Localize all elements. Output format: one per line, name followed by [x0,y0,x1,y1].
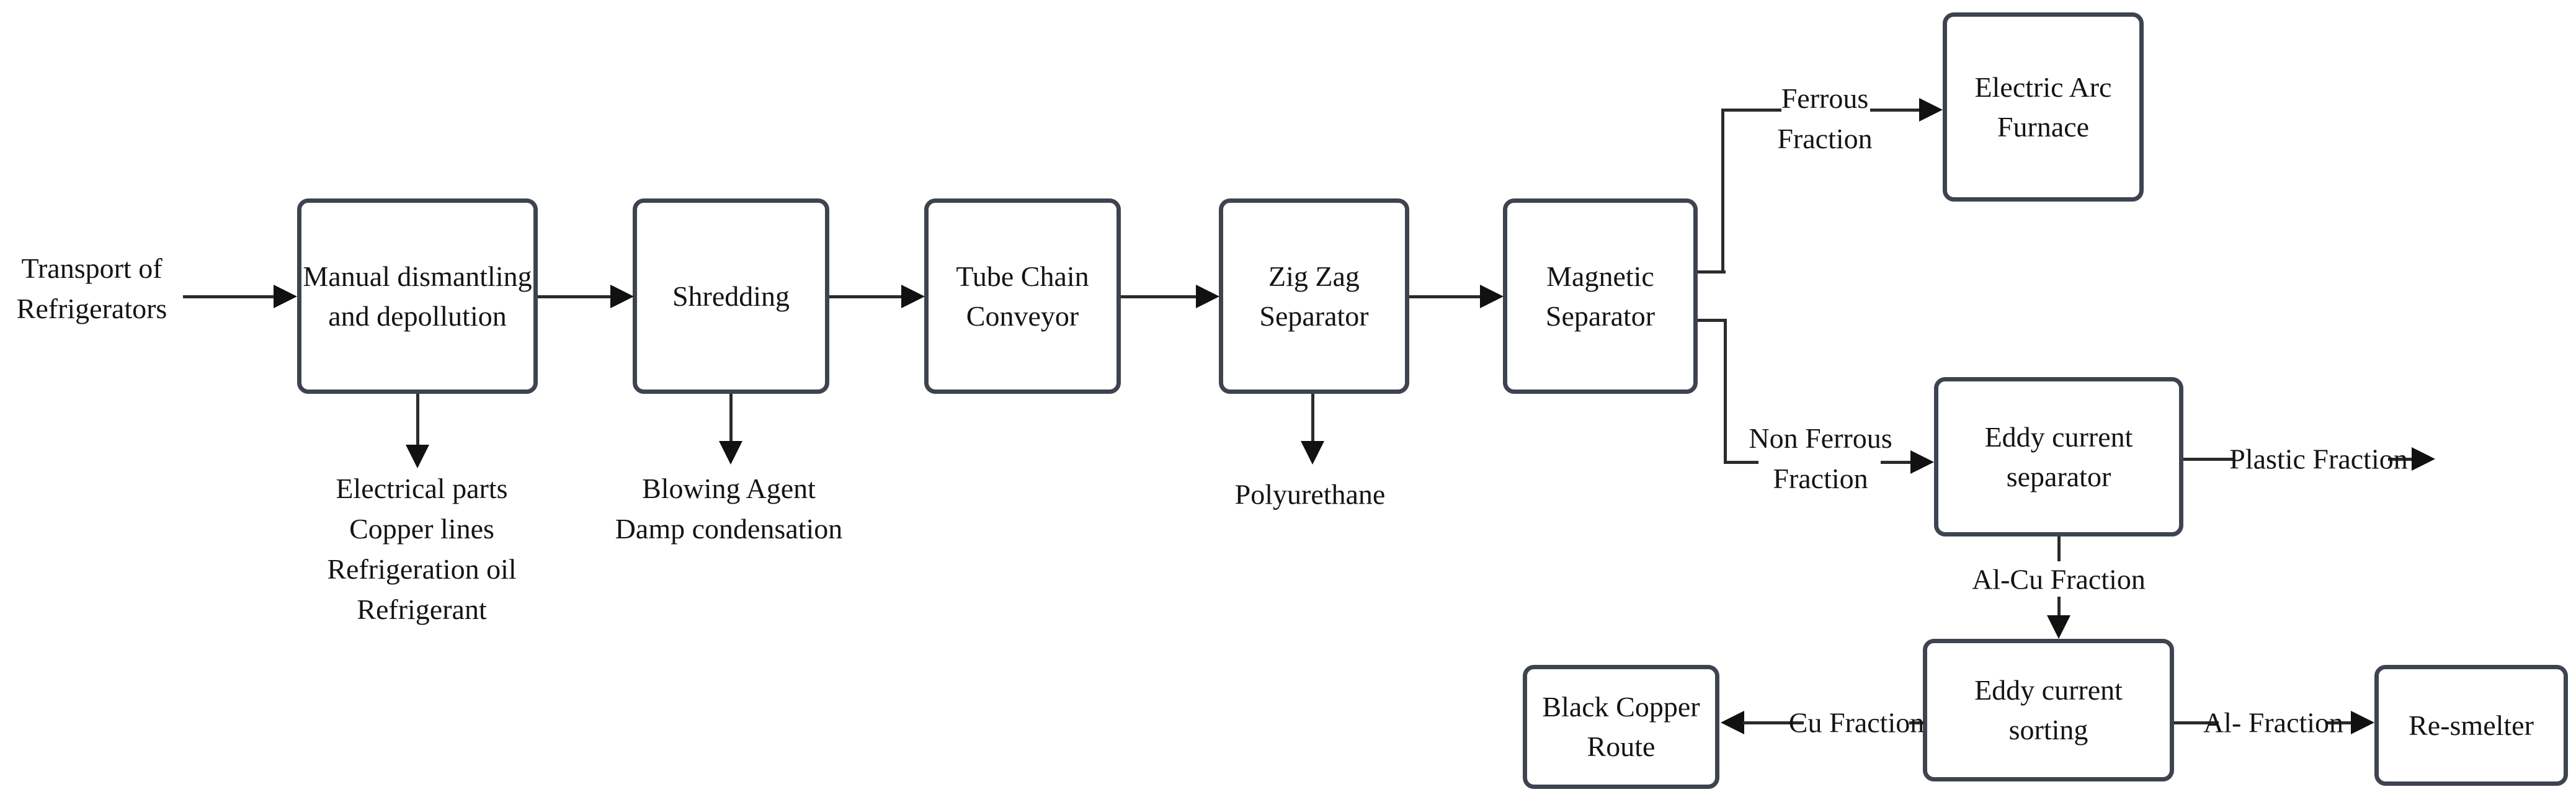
line-plastic-right [2388,458,2414,461]
label-polyurethane: Polyurethane [1234,478,1386,510]
arrowhead-plastic-out [2412,447,2435,471]
label-non-ferrous-fraction: Non Ferrous Fraction [1749,422,1892,494]
line-alcu-lower [2057,597,2061,618]
flow-box-label: Eddy current separator [1984,421,2133,492]
arrowhead-transport-to-manual [274,285,297,308]
label-transport-of-refrigerators: Transport of Refrigerators [16,252,167,324]
flow-box-eddy-current-separator: Eddy current separator [1934,377,2183,536]
arrow-line-shredding-output [729,394,733,443]
flow-box-eddy-current-sorting: Eddy current sorting [1923,639,2174,781]
arrowhead-al-to-resmelter [2351,711,2374,734]
arrowhead-tube-to-zigzag [1196,285,1219,308]
flow-box-electric-arc-furnace: Electric Arc Furnace [1943,12,2144,202]
label-al-cu-fraction: Al-Cu Fraction [1972,563,2146,595]
label-manual-outputs: Electrical parts Copper lines Refrigerat… [327,473,517,625]
line-ferrous-right [1870,109,1922,112]
flow-box-label: Re-smelter [2409,709,2534,741]
line-alcu-upper [2057,536,2061,561]
arrowhead-shredding-output [719,441,742,465]
flow-box-label: Tube Chain Conveyor [956,260,1089,332]
line-al-left [2174,721,2219,724]
line-ferrous-trunk-up [1721,109,1724,272]
flow-box-label: Electric Arc Furnace [1974,71,2112,143]
arrowhead-shredding-to-tube [901,285,925,308]
flow-box-label: Magnetic Separator [1545,260,1656,332]
flow-box-magnetic-separator: Magnetic Separator [1503,198,1698,394]
flow-box-tube-chain-conveyor: Tube Chain Conveyor [924,198,1121,394]
arrow-line-zigzag-to-magnetic [1409,295,1484,298]
line-nonferrous-left [1724,461,1758,464]
arrow-line-manual-output [416,394,419,447]
arrowhead-zigzag-to-magnetic [1480,285,1504,308]
arrow-line-tube-to-zigzag [1121,295,1199,298]
arrowhead-cu-to-blackcopper [1721,711,1744,734]
arrowhead-nonferrous-to-eddy [1910,450,1934,474]
line-plastic-left [2183,458,2233,461]
flow-box-label: Zig Zag Separator [1259,260,1369,332]
label-shredding-outputs: Blowing Agent Damp condensation [615,473,843,545]
line-nonferrous-right [1881,461,1913,464]
line-nonferrous-stub [1698,319,1727,322]
label-cu-fraction: Cu Fraction [1788,706,1925,739]
arrowhead-alcu-to-sorting [2047,615,2070,639]
flow-box-shredding: Shredding [633,198,829,394]
line-cu-right [1909,721,1924,724]
arrow-line-transport-to-manual [183,295,276,298]
label-plastic-fraction: Plastic Fraction [2229,443,2408,475]
line-al-right [2327,721,2353,724]
arrowhead-manual-output [406,445,429,468]
line-cu-left [1743,721,1804,724]
arrowhead-zigzag-output [1301,441,1324,465]
arrowhead-manual-to-shredding [610,285,634,308]
line-nonferrous-trunk-down [1724,319,1727,464]
label-al-fraction: Al- Fraction [2203,706,2344,739]
flow-box-label: Black Copper Route [1542,691,1700,762]
arrow-line-zigzag-output [1311,394,1314,443]
flow-box-manual-dismantling: Manual dismantling and depollution [297,198,538,394]
flow-box-black-copper-route: Black Copper Route [1523,665,1719,789]
line-ferrous-stub [1698,270,1726,274]
label-ferrous-fraction: Ferrous Fraction [1777,82,1873,154]
flow-box-zig-zag-separator: Zig Zag Separator [1219,198,1409,394]
arrow-line-shredding-to-tube [829,295,905,298]
arrow-line-manual-to-shredding [538,295,615,298]
flow-box-label: Eddy current sorting [1974,674,2123,745]
arrowhead-ferrous-to-eaf [1919,98,1943,122]
flow-box-re-smelter: Re-smelter [2374,665,2568,786]
flow-box-label: Manual dismantling and depollution [303,260,532,332]
line-ferrous-left [1721,109,1781,112]
flow-box-label: Shredding [672,280,790,312]
